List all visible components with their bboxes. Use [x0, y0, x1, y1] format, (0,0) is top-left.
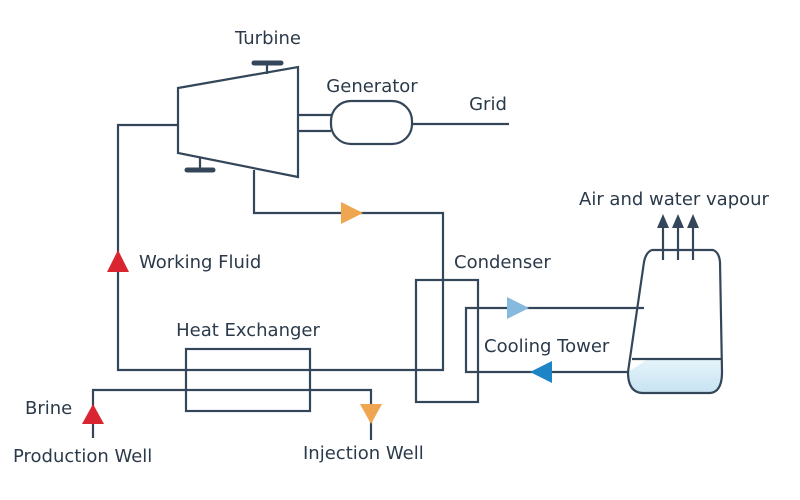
- turbine-label: Turbine: [234, 28, 301, 49]
- brine-label: Brine: [25, 398, 72, 419]
- air-vapour-label: Air and water vapour: [579, 189, 770, 210]
- vapour-arrows: [657, 214, 699, 260]
- turbine: [176, 60, 300, 179]
- turbine-body: [176, 65, 300, 179]
- cooling-tower: [626, 248, 724, 395]
- working-fluid-up-arrow: [107, 250, 129, 272]
- cooling-tower-water: [628, 359, 722, 393]
- production-well-label: Production Well: [13, 446, 152, 467]
- heat-exchanger-body: [184, 347, 312, 413]
- injection-well-label: Injection Well: [303, 443, 424, 464]
- working-fluid-pipe-left: [116, 123, 432, 372]
- vapour-arrow-1-head: [657, 214, 669, 228]
- working-fluid-pipe-right: [252, 170, 445, 372]
- vapour-arrow-2-head: [672, 214, 684, 228]
- production-well-arrow: [82, 404, 104, 424]
- cooling-tower-label: Cooling Tower: [484, 336, 610, 357]
- generator-label: Generator: [326, 76, 418, 97]
- vapour-arrow-3-head: [687, 214, 699, 228]
- grid-label: Grid: [469, 94, 507, 115]
- generator-body: [329, 99, 414, 146]
- cooling-tower-body: [626, 248, 724, 395]
- brine-pipe: [91, 388, 373, 440]
- turbine-exhaust-arrow: [341, 202, 363, 224]
- injection-well-arrow: [360, 404, 382, 424]
- cooling-water-pipe: [464, 306, 644, 374]
- heat-exchanger-label: Heat Exchanger: [176, 320, 320, 341]
- condenser-body: [414, 278, 480, 404]
- condenser-label: Condenser: [454, 252, 551, 273]
- cooling-out-arrow: [507, 297, 529, 319]
- working-fluid-label: Working Fluid: [139, 252, 261, 273]
- cooling-return-arrow: [530, 361, 552, 383]
